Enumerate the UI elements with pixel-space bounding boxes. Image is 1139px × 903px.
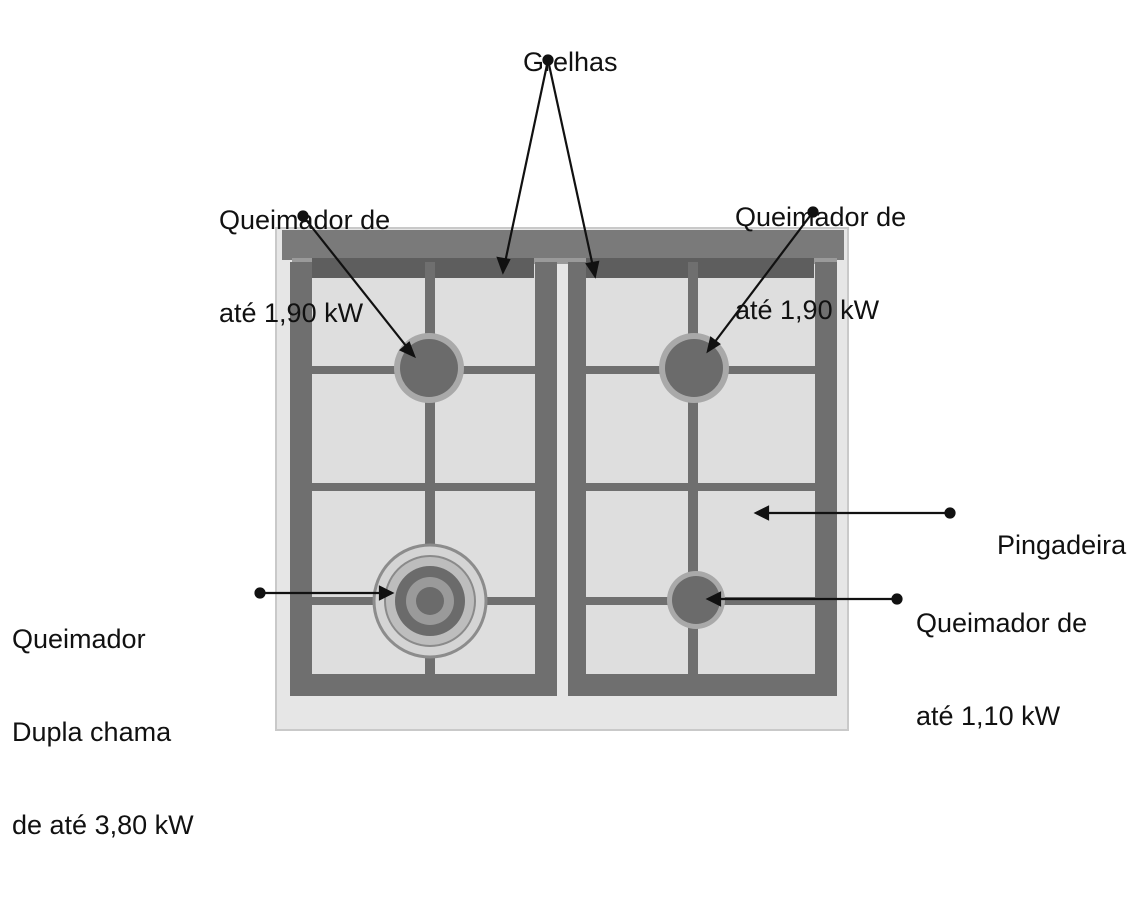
grates-label: Grelhas [493,16,618,109]
stove-top-diagram: Grelhas Queimador de até 1,90 kW Queimad… [12,16,1126,840]
burner-dual-flame [372,543,488,659]
burner-top-left-label-line2: até 1,90 kW [219,298,364,328]
burner-dual-flame-label-line1: Queimador [12,624,146,654]
burner-dual-flame-label-line2: Dupla chama [12,717,172,747]
back-rail-shadow [292,258,837,264]
back-rail [282,230,844,260]
leader-lines [254,54,956,607]
burner-top-right-label: Queimador de até 1,90 kW [735,140,906,388]
burner-dual-flame-label-line3: de até 3,80 kW [12,810,194,840]
grates-label-text: Grelhas [523,47,618,77]
burner-bottom-right [667,571,725,629]
burner-top-right-label-line1: Queimador de [735,202,907,232]
burner-top-right-label-line2: até 1,90 kW [735,295,880,325]
burner-bottom-right-label-line2: até 1,10 kW [916,701,1061,731]
burner-top-right [659,333,729,403]
burner-top-left-label: Queimador de até 1,90 kW [219,143,390,391]
burner-bottom-right-label: Queimador de até 1,10 kW [916,546,1087,794]
burner-bottom-right-label-line1: Queimador de [916,608,1088,638]
burner-top-left-label-line1: Queimador de [219,205,391,235]
drip-tray-label-text: Pingadeira [997,530,1127,560]
cooktop-illustration [254,54,956,731]
burner-dual-flame-label: Queimador Dupla chama de até 3,80 kW [12,562,194,903]
drip-tray-label: Pingadeira [967,499,1126,592]
